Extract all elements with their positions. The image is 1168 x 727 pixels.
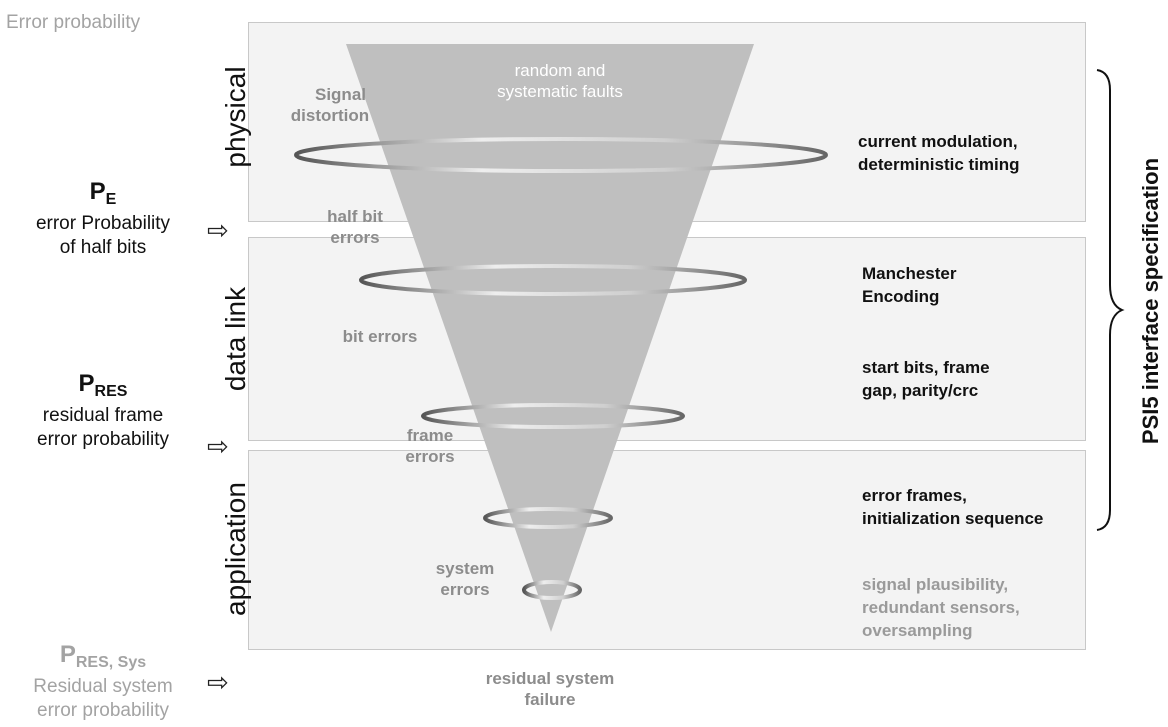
pe-probability: PE error Probability of half bits: [35, 178, 171, 259]
bit-errors-label: bit errors: [342, 327, 418, 346]
arrow-pe-icon: ⇨: [207, 215, 229, 245]
measure-system: signal plausibility, redundant sensors, …: [862, 575, 1020, 640]
frame-errors-label: frame errors: [405, 426, 455, 466]
arrow-pres-icon: ⇨: [207, 431, 229, 461]
arrow-psys-icon: ⇨: [207, 667, 229, 697]
signal-distortion-label: Signal distortion: [290, 85, 370, 125]
layer-label-application: application: [220, 482, 251, 616]
spec-brace: [1096, 69, 1125, 531]
psi5-spec-label: PSI5 interface specification: [1138, 157, 1163, 445]
measure-physical: current modulation, deterministic timing: [858, 132, 1020, 174]
residual-system-failure-label: residual system failure: [485, 669, 615, 709]
pres-probability: PRES residual frame error probability: [37, 370, 169, 451]
measure-application: error frames, initialization sequence: [862, 486, 1044, 528]
ring-frame: [421, 403, 685, 429]
layer-label-physical: physical: [220, 66, 251, 168]
ring-manchester: [359, 264, 747, 296]
application-layer-band: [248, 450, 1086, 650]
psys-probability: PRES, Sys Residual system error probabil…: [33, 641, 173, 722]
ring-application: [483, 507, 613, 529]
measure-manchester: Manchester Encoding: [862, 264, 957, 306]
half-bit-errors-label: half bit errors: [327, 207, 383, 247]
measure-frame: start bits, frame gap, parity/crc: [862, 358, 990, 400]
error-probability-heading: Error probability: [6, 12, 141, 33]
error-funnel: [346, 44, 754, 632]
funnel-source-label: random and systematic faults: [497, 61, 623, 101]
ring-physical: [294, 137, 828, 173]
system-errors-label: system errors: [435, 559, 495, 599]
ring-system: [522, 580, 582, 600]
layer-label-data-link: data link: [220, 286, 251, 392]
